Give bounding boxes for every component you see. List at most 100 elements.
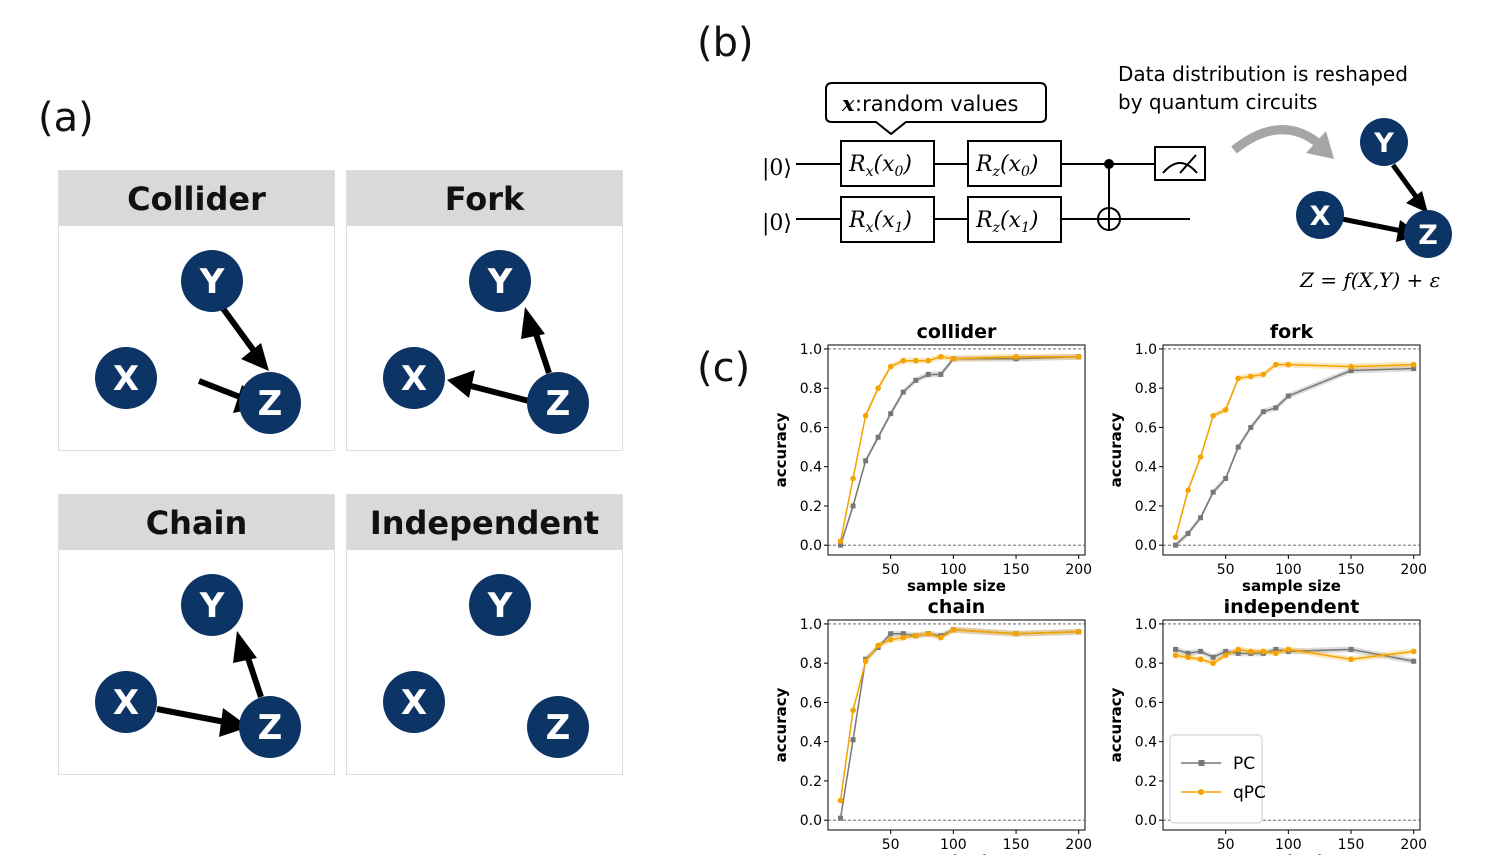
x-tick-label: 200 [1400, 562, 1427, 578]
y-tick-label: 0.6 [1135, 420, 1157, 436]
point-PC [838, 542, 844, 548]
quantum-circuit-diagram: x :random values |0⟩ |0⟩ Rx(x0) Rz(x0) R… [762, 62, 1452, 292]
point-qPC [1172, 534, 1179, 541]
point-PC [1411, 366, 1417, 372]
rx-gate-1-label: Rx(x1) [848, 208, 912, 236]
x-axis-label: sample size [907, 577, 1006, 595]
point-PC [888, 631, 894, 637]
node-label-x: X [401, 683, 427, 723]
series-line-PC [1175, 367, 1414, 546]
point-PC [1260, 409, 1266, 415]
point-PC [1210, 654, 1216, 660]
node-label-y: Y [199, 586, 225, 626]
y-tick-label: 0.6 [800, 420, 822, 436]
plot-frame [1162, 344, 1421, 556]
point-PC [875, 434, 881, 440]
motif-independent: Independent Y X Z [346, 494, 623, 775]
y-tick-label: 0.4 [1135, 460, 1157, 476]
node-x [383, 671, 445, 733]
node-z [527, 372, 589, 434]
point-qPC [875, 385, 881, 391]
x-tick-label: 200 [1065, 837, 1092, 853]
point-PC [1223, 475, 1229, 481]
point-qPC [950, 627, 957, 633]
y-tick-label: 0.6 [1135, 695, 1157, 711]
point-qPC [837, 797, 844, 804]
point-qPC [925, 357, 932, 364]
y-tick-label: 0.0 [800, 813, 822, 829]
node-z [527, 696, 589, 758]
point-qPC [850, 475, 856, 482]
motif-title: Chain [59, 495, 334, 550]
y-tick-label: 0.4 [1135, 735, 1157, 751]
point-qPC [1172, 652, 1179, 659]
node-y [181, 250, 243, 312]
point-PC [1210, 489, 1216, 495]
motif-collider: Collider Y X Z [58, 170, 335, 451]
point-qPC [862, 658, 869, 665]
plot-frame [827, 344, 1086, 556]
point-qPC [1197, 454, 1204, 460]
node-y [1360, 118, 1408, 166]
y-tick-label: 1.0 [800, 617, 822, 633]
panel-label-c: (c) [697, 345, 751, 391]
point-qPC [1235, 375, 1242, 382]
point-PC [1198, 648, 1204, 654]
point-qPC [912, 357, 919, 364]
node-label-z: Z [258, 708, 283, 748]
point-qPC [887, 636, 894, 643]
point-PC [1235, 444, 1241, 450]
point-qPC [862, 412, 869, 419]
point-qPC [1410, 361, 1417, 368]
point-qPC [900, 634, 907, 641]
point-qPC [938, 353, 944, 360]
y-axis-label: accuracy [1107, 412, 1125, 487]
edge-x-z [156, 706, 226, 725]
series-line-qPC [839, 356, 1079, 542]
x-axis-label: sample size [1242, 577, 1341, 595]
chart-title: independent [1224, 596, 1360, 618]
point-qPC [1210, 412, 1216, 419]
point-qPC [1410, 648, 1417, 655]
legend-marker-PC [1198, 760, 1205, 766]
arrowhead [521, 307, 545, 339]
y-axis-label: accuracy [1107, 687, 1125, 762]
point-PC [1273, 405, 1279, 411]
legend-label-qPC: qPC [1233, 783, 1266, 803]
x-axis-label: sample size [1242, 852, 1341, 855]
x-tick-label: 200 [1400, 837, 1427, 853]
fork-graph: Y X Z [383, 250, 589, 434]
legend-marker-qPC [1198, 789, 1204, 795]
point-qPC [837, 538, 844, 545]
edge-x-z [197, 378, 247, 402]
point-qPC [1075, 353, 1082, 360]
chain-graph: Y X Z [95, 574, 301, 758]
point-qPC [900, 357, 907, 364]
rz-gate-1-label: Rz(x1) [975, 208, 1038, 236]
ket-0-bottom: |0⟩ [762, 211, 792, 236]
x-tick-label: 100 [1275, 837, 1302, 853]
point-qPC [925, 630, 932, 637]
node-y [469, 250, 531, 312]
y-tick-label: 0.8 [800, 381, 822, 397]
arrowhead [219, 708, 249, 737]
point-PC [1173, 646, 1179, 652]
point-qPC [1235, 646, 1242, 653]
node-label-x: X [1310, 201, 1331, 232]
point-PC [850, 737, 856, 743]
motif-title: Fork [347, 171, 622, 226]
point-qPC [887, 363, 894, 370]
edge-x-z [1341, 216, 1403, 234]
node-x [95, 671, 157, 733]
chart-title: chain [928, 596, 986, 618]
edge-y-z [216, 301, 257, 353]
edge-z-y [532, 330, 552, 374]
point-qPC [1185, 487, 1191, 494]
point-qPC [1013, 353, 1019, 360]
callout-var: x [841, 91, 855, 116]
plot-frame [827, 619, 1086, 831]
y-tick-label: 0.8 [800, 656, 822, 672]
